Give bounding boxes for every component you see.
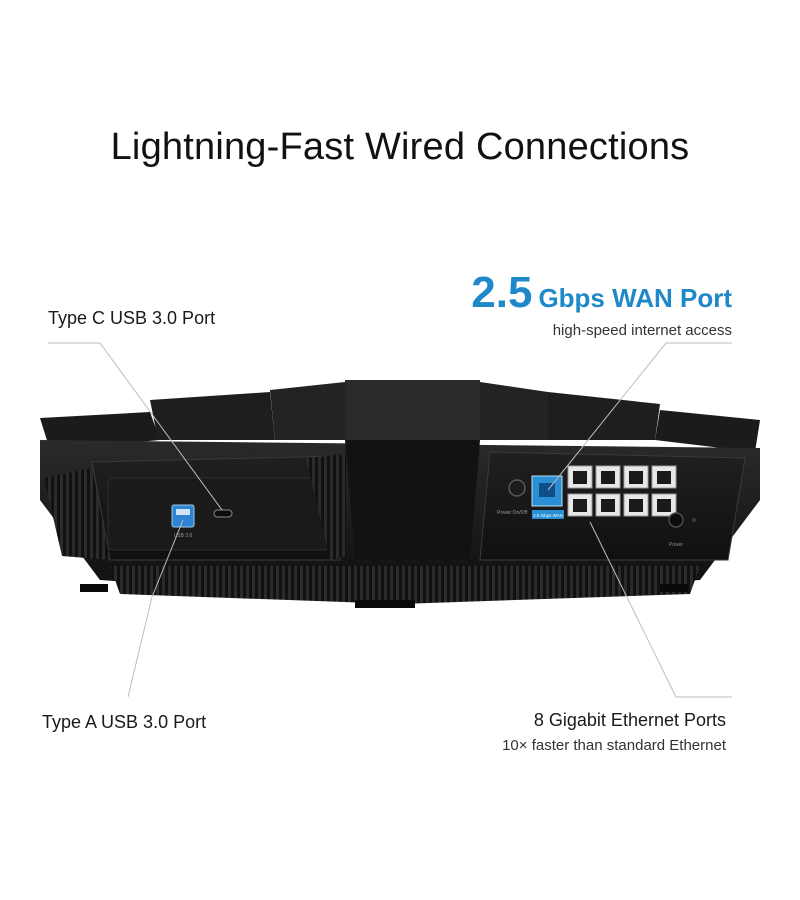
power-jack — [668, 512, 684, 528]
ethernet-subtitle: 10× faster than standard Ethernet — [502, 737, 726, 754]
power-button-tag: Power On/Off — [497, 510, 528, 516]
wan-port-tag: 2.5 Gbps WAN — [533, 513, 563, 518]
callout-leader-lines — [48, 342, 732, 698]
wan-speed-value: 2.5 — [471, 268, 533, 317]
wan-port — [531, 475, 564, 519]
type-a-usb-label: Type A USB 3.0 Port — [42, 712, 207, 732]
usb-type-c-port — [213, 509, 233, 518]
ethernet-port-socket — [657, 471, 671, 484]
page-title: Lightning-Fast Wired Connections — [110, 126, 690, 168]
reset-pinhole — [692, 518, 696, 522]
usb-a-port-tag: USB 3.0 — [174, 533, 193, 539]
ethernet-port-socket — [573, 499, 587, 512]
power-jack-tag: Power — [669, 542, 684, 548]
type-c-usb-label: Type C USB 3.0 Port — [48, 308, 216, 328]
router-body — [40, 440, 760, 608]
power-button — [508, 479, 526, 497]
ethernet-port-socket — [629, 499, 643, 512]
type-c-leader-line — [48, 342, 223, 511]
ethernet-port-socket — [629, 471, 643, 484]
ethernet-port-socket — [573, 471, 587, 484]
wan-unit-label: Gbps WAN Port — [538, 283, 732, 313]
type-a-leader-line — [127, 519, 184, 698]
usb-type-a-port — [171, 504, 195, 528]
ethernet-port-socket — [601, 499, 615, 512]
router-antennas — [40, 380, 760, 452]
ethernet-port-socket — [657, 499, 671, 512]
ethernet-ports-callout: 8 Gigabit Ethernet Ports 10× faster than… — [502, 710, 726, 754]
ethernet-port-grid — [567, 465, 677, 517]
wan-leader-line — [547, 342, 732, 491]
ethernet-port-socket — [601, 471, 615, 484]
ethernet-leader-line — [589, 521, 732, 698]
ethernet-label: 8 Gigabit Ethernet Ports — [533, 710, 726, 730]
wan-subtitle: high-speed internet access — [552, 322, 732, 339]
